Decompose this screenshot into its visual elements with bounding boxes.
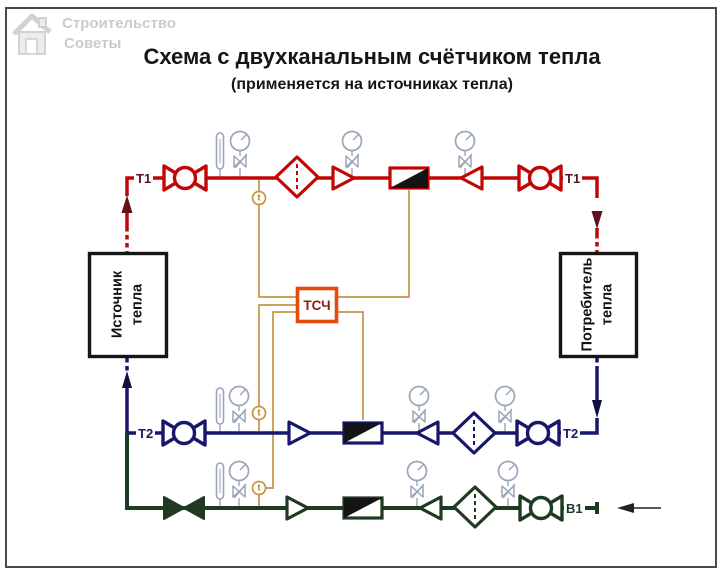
reducer-symbol	[331, 165, 356, 191]
pipe-tag-b1: В1	[564, 501, 585, 516]
temp-sensor-letter: t	[257, 192, 261, 203]
flow-arrow-up	[122, 371, 132, 388]
temp-sensors	[251, 190, 267, 496]
inflow-arrow-left	[617, 503, 634, 513]
flow-arrow-up	[121, 195, 133, 213]
strainer-symbol	[451, 411, 497, 455]
temp-sensor-letter: t	[257, 407, 261, 418]
ball-valve-symbol	[162, 164, 208, 192]
flow-meter-symbol	[342, 496, 384, 520]
heat-source-box	[87, 251, 169, 359]
reducer-symbol	[415, 420, 440, 446]
heat-source-label: Источник тепла	[109, 270, 145, 339]
pressure-gauge-icon	[497, 460, 519, 499]
watermark-line1: Строительство	[62, 15, 177, 32]
heat-consumer-box	[558, 251, 639, 359]
pressure-gauge-icon	[454, 130, 476, 169]
pressure-gauge-icon	[494, 385, 516, 424]
heat-meter-box	[295, 286, 339, 324]
pressure-gauge-icon	[228, 460, 250, 499]
pipe-tag-t1-left: Т1	[134, 171, 154, 186]
reducer-symbol	[285, 495, 310, 521]
temp-sensor-letter: t	[257, 482, 261, 493]
pressure-gauge-icon	[228, 385, 250, 424]
flow-arrow-down	[591, 211, 603, 229]
page-title: Схема с двухканальным счётчиком тепла	[143, 44, 601, 69]
pressure-gauge-icon	[406, 460, 428, 499]
reducer-symbol	[459, 165, 484, 191]
meter-wiring	[258, 180, 410, 506]
pressure-gauge-icon	[229, 130, 251, 169]
pipe-tag-t2-left: Т2	[136, 426, 156, 441]
reducer-symbol	[418, 495, 443, 521]
ball-valve-symbol	[161, 419, 207, 447]
flow-meter-symbol	[388, 166, 430, 190]
flow-arrow-down	[592, 400, 602, 418]
page-subtitle: (применяется на источниках тепла)	[231, 76, 513, 93]
pressure-gauge-icon	[341, 130, 363, 169]
reducer-symbol	[287, 420, 312, 446]
heat-consumer-label: Потребитель тепла	[579, 257, 615, 352]
temp-sensor-icon	[251, 190, 267, 206]
gate-valve-symbol	[163, 496, 205, 520]
supply-pipe	[121, 176, 603, 252]
heat-meter-label: ТСЧ	[303, 297, 331, 313]
pipe-tag-t1-right: Т1	[563, 171, 583, 186]
strainer-symbol	[452, 485, 498, 529]
pressure-gauge-icon	[408, 385, 430, 424]
temp-sensor-icon	[251, 480, 267, 496]
flow-meter-symbol	[342, 421, 384, 445]
ball-valve-symbol	[517, 164, 563, 192]
thermometer-icon	[215, 387, 225, 425]
ball-valve-symbol	[518, 494, 564, 522]
pipe-tag-t2-right: Т2	[561, 426, 581, 441]
strainer-symbol	[274, 155, 320, 199]
watermark-line2: Советы	[64, 35, 122, 52]
temp-sensor-icon	[251, 405, 267, 421]
thermometer-icon	[215, 462, 225, 500]
ball-valve-symbol	[515, 419, 561, 447]
thermometer-icon	[215, 132, 225, 170]
